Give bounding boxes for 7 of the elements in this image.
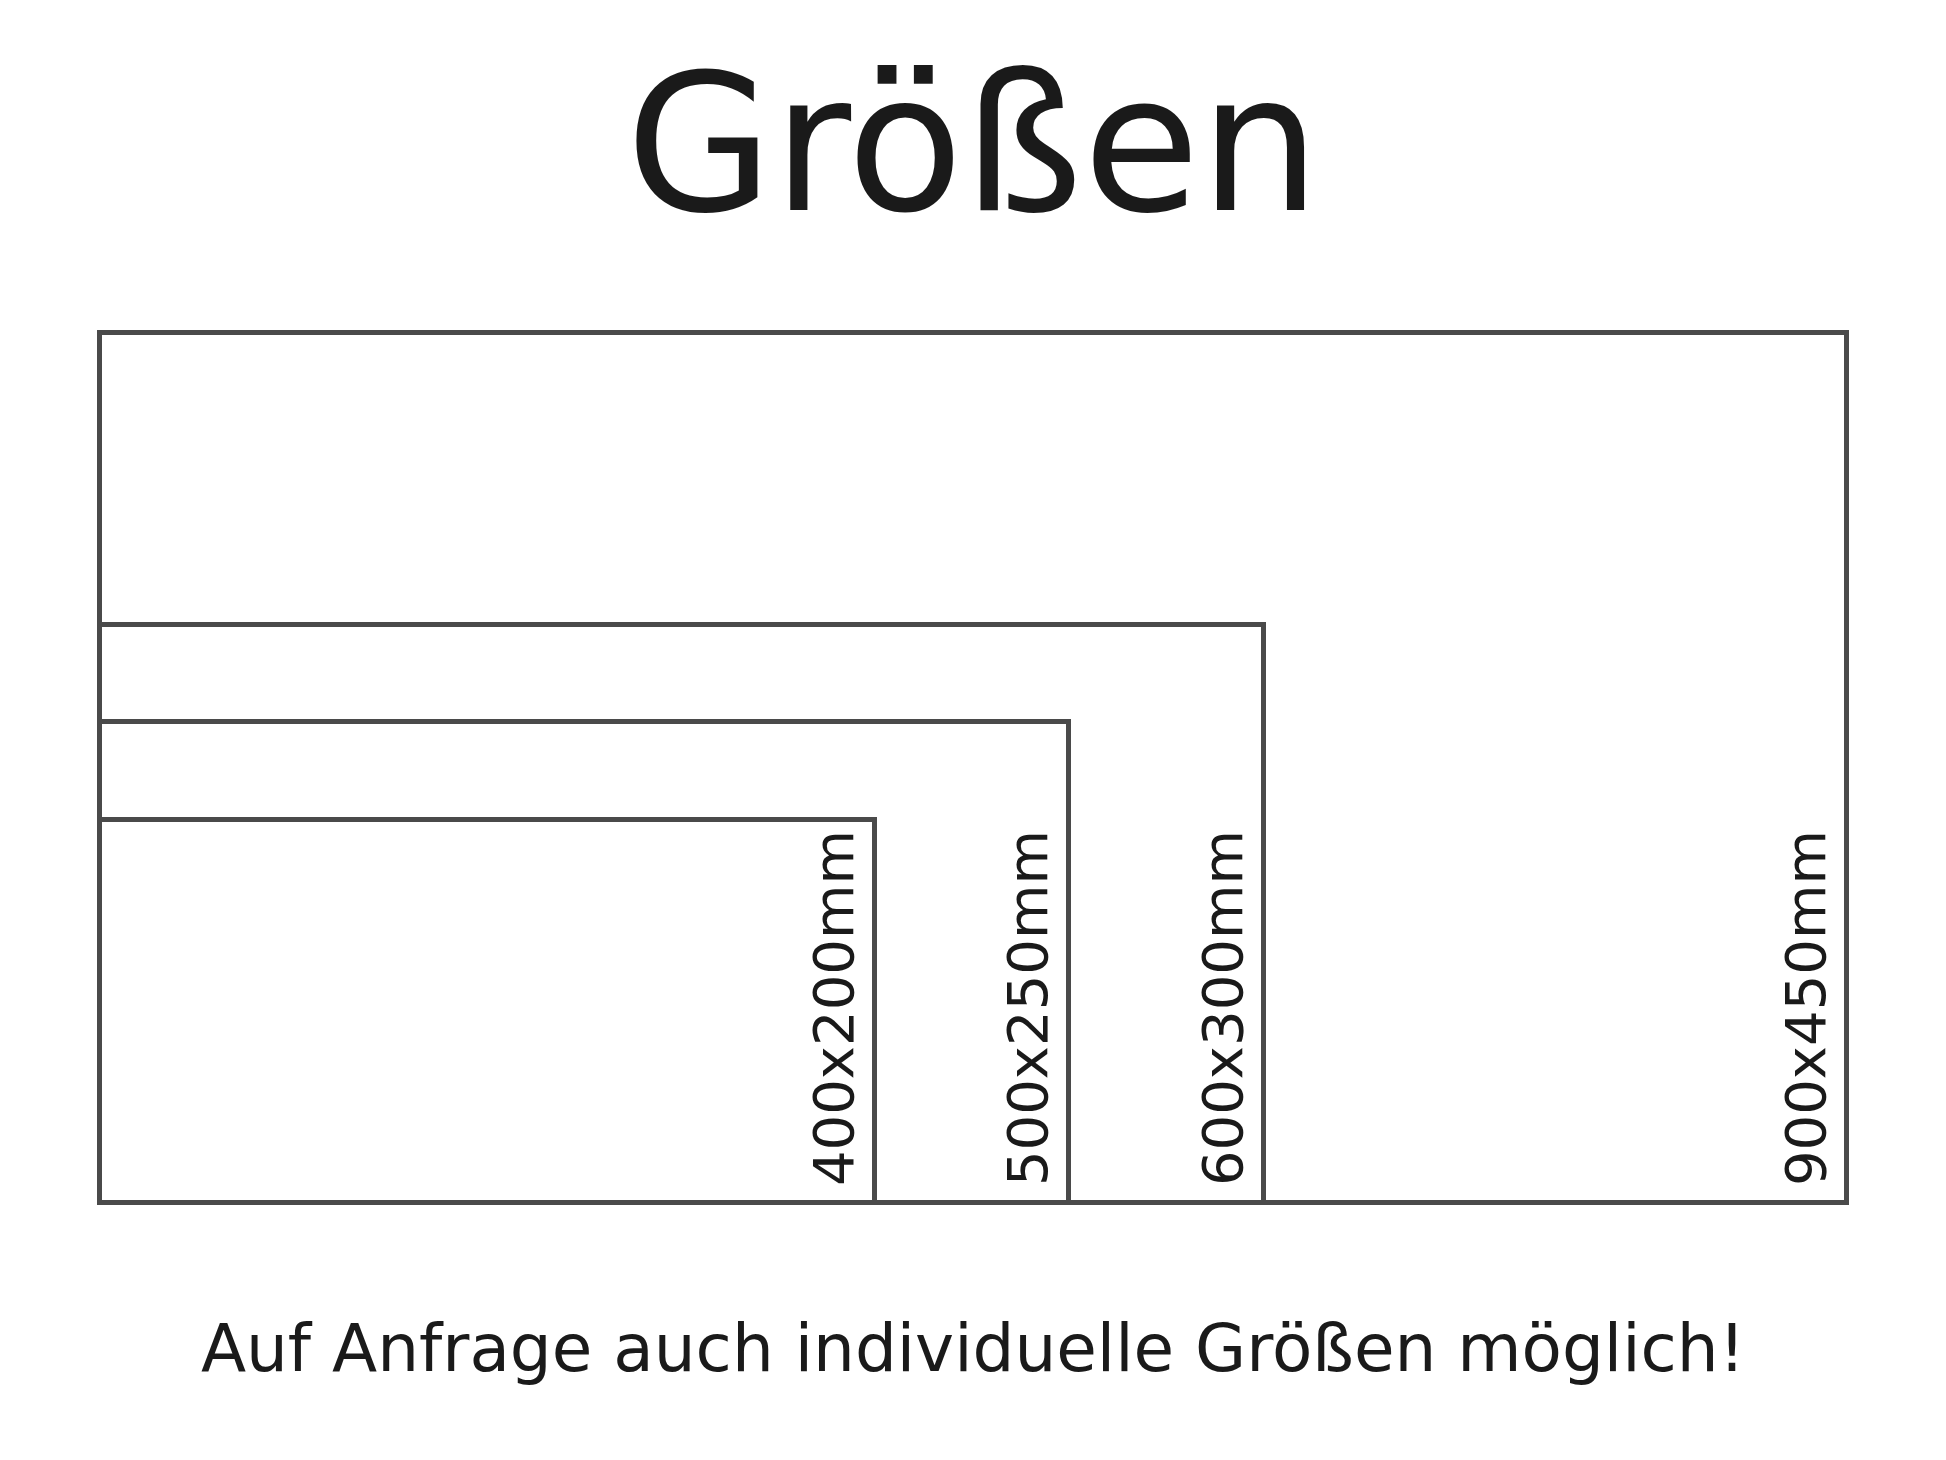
- size-label: 400x200mm: [806, 830, 862, 1186]
- title: Größen: [625, 40, 1321, 249]
- size-label: 900x450mm: [1778, 830, 1834, 1186]
- size-rectangle: [97, 330, 1849, 1205]
- size-label: 600x300mm: [1195, 830, 1251, 1186]
- size-label: 500x250mm: [1000, 830, 1056, 1186]
- caption: Auf Anfrage auch individuelle Größen möglich!: [200, 1310, 1746, 1387]
